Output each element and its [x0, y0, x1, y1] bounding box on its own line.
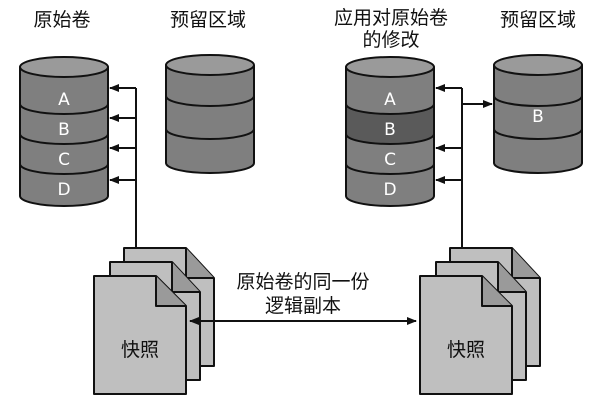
modified-segment-b: B — [384, 120, 396, 140]
original-segment-d: D — [57, 180, 70, 200]
reserve-segment-b: B — [532, 107, 544, 127]
right-snapshot-pointers — [435, 84, 493, 252]
left-reserve-disk — [165, 54, 255, 174]
modified-volume-title-line1: 应用对原始卷 — [334, 7, 448, 29]
modified-segment-band — [345, 103, 435, 145]
modified-volume-title-line2: 的修改 — [362, 29, 419, 51]
original-segment-c: C — [58, 150, 70, 170]
original-segment-a: A — [58, 90, 70, 110]
right-snapshot-label: 快照 — [447, 339, 485, 361]
original-volume-title: 原始卷 — [33, 9, 90, 31]
original-volume-disk — [19, 56, 109, 207]
connector-label-line2: 逻辑副本 — [265, 295, 341, 317]
left-snapshot-pointers — [109, 84, 137, 252]
right-reserve-title: 预留区域 — [500, 9, 576, 31]
modified-segment-a: A — [384, 90, 396, 110]
modified-segment-d: D — [383, 180, 396, 200]
right-reserve-disk — [493, 54, 583, 174]
left-reserve-title: 预留区域 — [170, 9, 246, 31]
modified-segment-c: C — [384, 150, 396, 170]
connector-label-line1: 原始卷的同一份 — [236, 271, 369, 293]
left-snapshot-label: 快照 — [121, 339, 159, 361]
original-segment-b: B — [58, 120, 70, 140]
right-snapshot-stack — [419, 247, 541, 395]
modified-volume-disk — [345, 56, 435, 207]
